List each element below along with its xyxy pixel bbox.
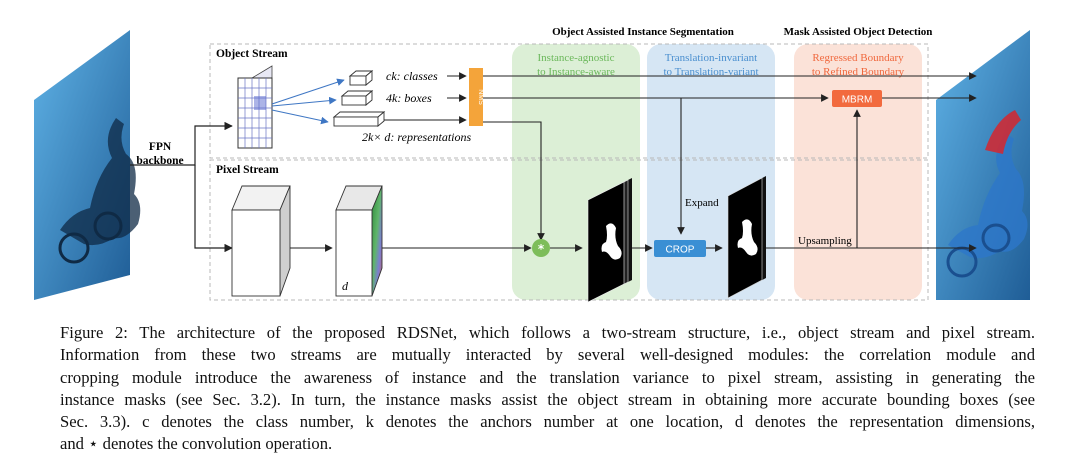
grid-to-classes-arrow xyxy=(271,78,345,105)
figure-caption: Figure 2: The architecture of the propos… xyxy=(60,322,1035,456)
classes-head-label: ck: classes xyxy=(386,69,438,83)
pixel-feature-map xyxy=(335,185,383,297)
fpn-backbone-label-line-1: FPN xyxy=(149,141,172,153)
object-stream-label: Object Stream xyxy=(216,48,288,60)
detection-stage-title: Mask Assisted Object Detection xyxy=(784,26,933,38)
translation-panel-line-2: to Translation-variant xyxy=(663,66,758,78)
boundary-panel-line-1: Regressed Boundary xyxy=(812,52,904,64)
nms-label: NMS xyxy=(477,89,484,105)
crop-module xyxy=(654,240,706,257)
backbone-to-object-arrow xyxy=(130,121,233,166)
architecture-diagram: Object Assisted Instance Segmentation Ma… xyxy=(34,26,1030,303)
instance-panel-line-2: to Instance-aware xyxy=(537,66,615,78)
caption-line-2: Information from these two streams are m… xyxy=(60,345,1035,365)
boxes-head-block xyxy=(340,90,374,106)
segmentation-stage-title: Object Assisted Instance Segmentation xyxy=(552,26,734,38)
output-image xyxy=(936,30,1030,300)
classes-head-block xyxy=(348,70,374,86)
output-rider-mask xyxy=(985,110,1021,154)
boundary-panel-caption: Regressed Boundary to Refined Boundary xyxy=(812,52,905,78)
nms-block xyxy=(469,68,483,126)
pixel-backbone-block xyxy=(231,185,291,297)
upsampling-label: Upsampling xyxy=(798,235,852,247)
instance-panel-caption: Instance-agnostic to Instance-aware xyxy=(537,52,615,78)
object-stream-box xyxy=(209,43,929,159)
cropped-mask-stack xyxy=(727,176,766,299)
conv-operator xyxy=(532,239,550,257)
instance-panel-line-1: Instance-agnostic xyxy=(538,52,615,64)
input-wheel-rear xyxy=(93,211,123,241)
input-motorbike-silhouette xyxy=(60,118,141,246)
output-wheel-rear xyxy=(981,223,1011,253)
caption-line-6: and ⋆ denotes the convolution operation. xyxy=(60,434,333,454)
pixel-dim-label: d xyxy=(342,279,349,293)
input-image xyxy=(34,30,141,300)
mbrm-module xyxy=(832,90,882,107)
expand-label: Expand xyxy=(685,197,719,209)
boundary-panel xyxy=(794,44,922,300)
pixel-stream-box xyxy=(209,159,929,301)
caption-line-5: Sec. 3.3). c denotes the class number, k… xyxy=(60,412,1035,432)
fpn-backbone-label-line-2: backbone xyxy=(136,155,183,167)
translation-panel-line-1: Translation-invariant xyxy=(665,52,757,64)
backbone-to-pixel-arrow xyxy=(194,165,233,253)
output-motorbike-silhouette xyxy=(948,133,1028,259)
representations-head-label: 2k× d: representations xyxy=(362,130,472,144)
grid-to-representations-arrow xyxy=(271,109,329,125)
mbrm-label: MBRM xyxy=(842,95,873,106)
grid-to-boxes-arrow xyxy=(271,96,337,107)
caption-line-1: Figure 2: The architecture of the propos… xyxy=(60,323,1035,342)
cropped-mask-shape xyxy=(737,219,758,256)
instance-mask-stack xyxy=(587,178,632,303)
instance-mask-shape xyxy=(601,223,622,260)
translation-panel-caption: Translation-invariant to Translation-var… xyxy=(663,52,758,78)
input-wheel-front xyxy=(58,232,90,264)
conv-operator-symbol: * xyxy=(538,242,545,256)
caption-line-4: instance masks (see Sec. 3.2). In turn, … xyxy=(60,389,1035,409)
representations-head-block xyxy=(332,111,386,127)
pixel-stream-label: Pixel Stream xyxy=(216,164,279,176)
object-feature-grid xyxy=(237,65,273,149)
caption-line-3: cropping module introduce the awareness … xyxy=(60,367,1035,387)
nms-to-conv-arrow xyxy=(483,121,545,241)
boundary-panel-line-2: to Refined Boundary xyxy=(812,66,905,78)
boxes-head-label: 4k: boxes xyxy=(386,91,432,105)
crop-label: CROP xyxy=(666,245,695,256)
